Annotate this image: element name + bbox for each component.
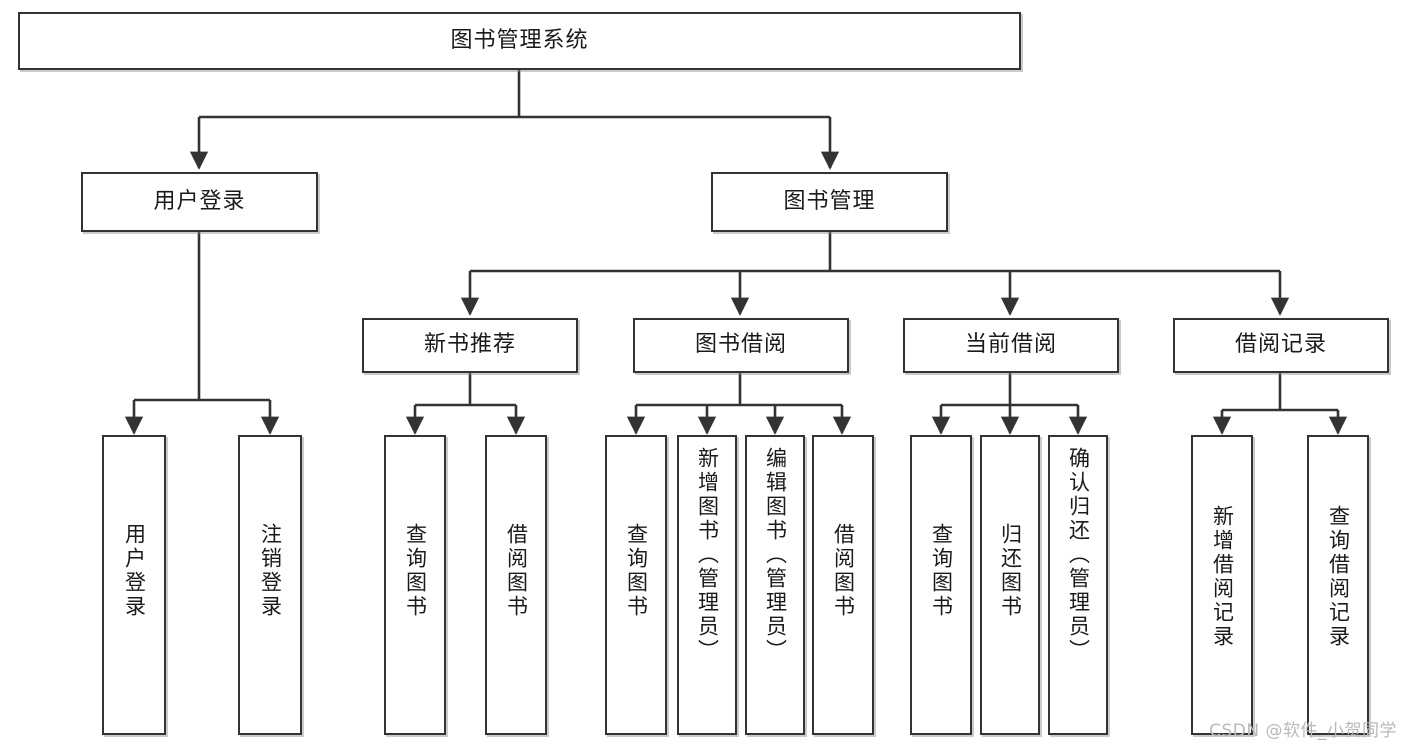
node-leaf-edit-book-admin[interactable]: 编辑图书（管理员） bbox=[745, 435, 805, 735]
node-book-manage-label: 图书管理 bbox=[783, 188, 876, 214]
node-current-borrow-label: 当前借阅 bbox=[964, 332, 1057, 358]
node-leaf-query-book-nb[interactable]: 查询图书 bbox=[384, 435, 446, 735]
node-leaf-query-book-bb-label: 查询图书 bbox=[624, 523, 649, 619]
node-leaf-confirm-return-admin[interactable]: 确认归还（管理员） bbox=[1048, 435, 1108, 735]
node-leaf-user-login-label: 用户登录 bbox=[122, 523, 147, 619]
node-book-borrow[interactable]: 图书借阅 bbox=[633, 318, 849, 373]
node-user-login-label: 用户登录 bbox=[153, 188, 246, 214]
node-leaf-borrow-book-nb[interactable]: 借阅图书 bbox=[485, 435, 547, 735]
node-leaf-query-book-bb[interactable]: 查询图书 bbox=[605, 435, 667, 735]
node-book-manage[interactable]: 图书管理 bbox=[711, 172, 948, 232]
node-borrow-record-label: 借阅记录 bbox=[1234, 332, 1327, 358]
node-leaf-add-borrow-record-label: 新增借阅记录 bbox=[1210, 505, 1235, 649]
node-leaf-confirm-return-admin-label: 确认归还（管理员） bbox=[1066, 447, 1091, 663]
node-book-borrow-label: 图书借阅 bbox=[694, 332, 787, 358]
node-leaf-return-book-label: 归还图书 bbox=[998, 523, 1023, 619]
node-leaf-logout[interactable]: 注销登录 bbox=[238, 435, 302, 735]
node-new-book-recommend[interactable]: 新书推荐 bbox=[362, 318, 578, 373]
node-leaf-add-book-admin-label: 新增图书（管理员） bbox=[695, 447, 720, 663]
node-leaf-edit-book-admin-label: 编辑图书（管理员） bbox=[763, 447, 788, 663]
node-leaf-borrow-book-bb-label: 借阅图书 bbox=[831, 523, 856, 619]
node-root-label: 图书管理系统 bbox=[450, 27, 589, 53]
node-borrow-record[interactable]: 借阅记录 bbox=[1173, 318, 1389, 373]
node-leaf-user-login[interactable]: 用户登录 bbox=[102, 435, 166, 735]
node-leaf-logout-label: 注销登录 bbox=[258, 523, 283, 619]
node-leaf-add-book-admin[interactable]: 新增图书（管理员） bbox=[677, 435, 737, 735]
node-user-login[interactable]: 用户登录 bbox=[81, 172, 318, 232]
node-leaf-query-book-cb[interactable]: 查询图书 bbox=[910, 435, 972, 735]
node-leaf-query-book-cb-label: 查询图书 bbox=[929, 523, 954, 619]
node-current-borrow[interactable]: 当前借阅 bbox=[903, 318, 1119, 373]
node-leaf-add-borrow-record[interactable]: 新增借阅记录 bbox=[1191, 435, 1253, 735]
node-leaf-query-borrow-record[interactable]: 查询借阅记录 bbox=[1307, 435, 1369, 735]
node-leaf-query-book-nb-label: 查询图书 bbox=[403, 523, 428, 619]
node-leaf-borrow-book-bb[interactable]: 借阅图书 bbox=[812, 435, 874, 735]
node-leaf-return-book[interactable]: 归还图书 bbox=[980, 435, 1040, 735]
node-leaf-query-borrow-record-label: 查询借阅记录 bbox=[1326, 505, 1351, 649]
node-root[interactable]: 图书管理系统 bbox=[18, 12, 1021, 70]
watermark-text: CSDN @软件_小贺同学 bbox=[1209, 721, 1397, 741]
node-new-book-recommend-label: 新书推荐 bbox=[423, 332, 516, 358]
node-leaf-borrow-book-nb-label: 借阅图书 bbox=[504, 523, 529, 619]
